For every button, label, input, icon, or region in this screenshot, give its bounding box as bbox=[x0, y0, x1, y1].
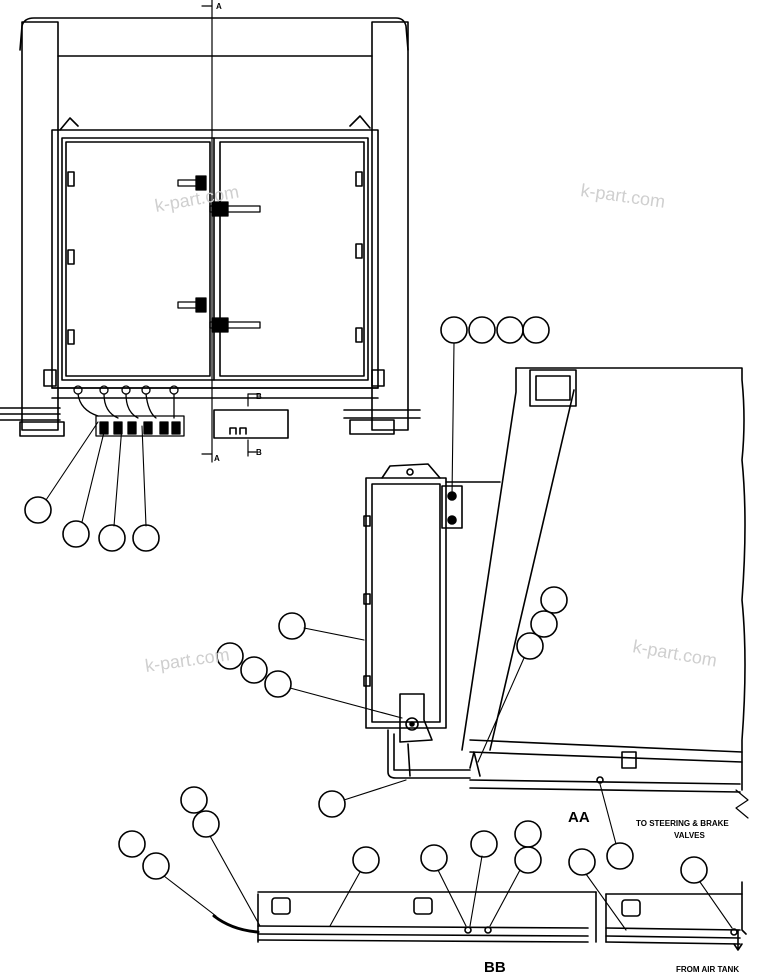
callout-bubble bbox=[516, 632, 544, 660]
hose-fittings bbox=[73, 385, 185, 437]
callout-bubble bbox=[318, 790, 346, 818]
callout-bubble bbox=[98, 524, 126, 552]
callout-bubble bbox=[540, 586, 568, 614]
callout-bubble bbox=[514, 846, 542, 874]
section-bb-view bbox=[118, 786, 747, 951]
callout-bubble bbox=[278, 612, 306, 640]
latch-group bbox=[177, 175, 261, 333]
note-air-tank: FROM AIR TANK bbox=[676, 965, 739, 974]
callout-bubble bbox=[240, 656, 268, 684]
callout-bubble bbox=[496, 316, 524, 344]
callout-bubble bbox=[606, 842, 634, 870]
note-steering-line2: VALVES bbox=[674, 831, 705, 840]
right-door bbox=[219, 141, 365, 377]
callout-bubble bbox=[352, 846, 380, 874]
callout-bubble bbox=[132, 524, 160, 552]
callout-bubble bbox=[680, 856, 708, 884]
callout-bubble bbox=[62, 520, 90, 548]
section-b-top-label: B bbox=[256, 392, 262, 401]
front-view bbox=[0, 0, 421, 463]
callout-bubble bbox=[530, 610, 558, 638]
right-post bbox=[371, 21, 409, 431]
section-a-bottom-label: A bbox=[214, 454, 220, 463]
callout-bubble bbox=[264, 670, 292, 698]
air-tank bbox=[365, 477, 447, 729]
view-aa-label: AA bbox=[568, 809, 590, 826]
callout-bubble bbox=[568, 848, 596, 876]
callout-bubble bbox=[24, 496, 52, 524]
callout-bubble bbox=[522, 316, 550, 344]
left-post bbox=[21, 21, 59, 431]
door-frame bbox=[51, 129, 379, 389]
fender-outline bbox=[515, 367, 746, 791]
drain-valve-icon bbox=[405, 717, 419, 731]
note-steering-line1: TO STEERING & BRAKE bbox=[636, 819, 729, 828]
watermark: k-part.com bbox=[144, 644, 231, 676]
callout-bubble bbox=[216, 642, 244, 670]
view-bb-label: BB bbox=[484, 959, 506, 974]
left-door bbox=[65, 141, 211, 377]
callout-bubble bbox=[118, 830, 146, 858]
section-b-bottom-label: B bbox=[256, 448, 262, 457]
callout-bubble bbox=[514, 820, 542, 848]
callout-bubble bbox=[142, 852, 170, 880]
callout-bubble bbox=[180, 786, 208, 814]
callout-bubble bbox=[470, 830, 498, 858]
watermark: k-part.com bbox=[631, 636, 718, 670]
callout-bubble bbox=[468, 316, 496, 344]
callout-bubble bbox=[192, 810, 220, 838]
arrow-from-air-tank-icon bbox=[733, 929, 743, 951]
callouts-front-view bbox=[24, 421, 160, 552]
section-aa-view bbox=[216, 316, 749, 870]
section-a-top-label: A bbox=[216, 2, 222, 11]
frame-outline bbox=[19, 17, 409, 51]
callout-bubble bbox=[420, 844, 448, 872]
callout-bubble bbox=[440, 316, 468, 344]
watermark: k-part.com bbox=[579, 180, 666, 212]
